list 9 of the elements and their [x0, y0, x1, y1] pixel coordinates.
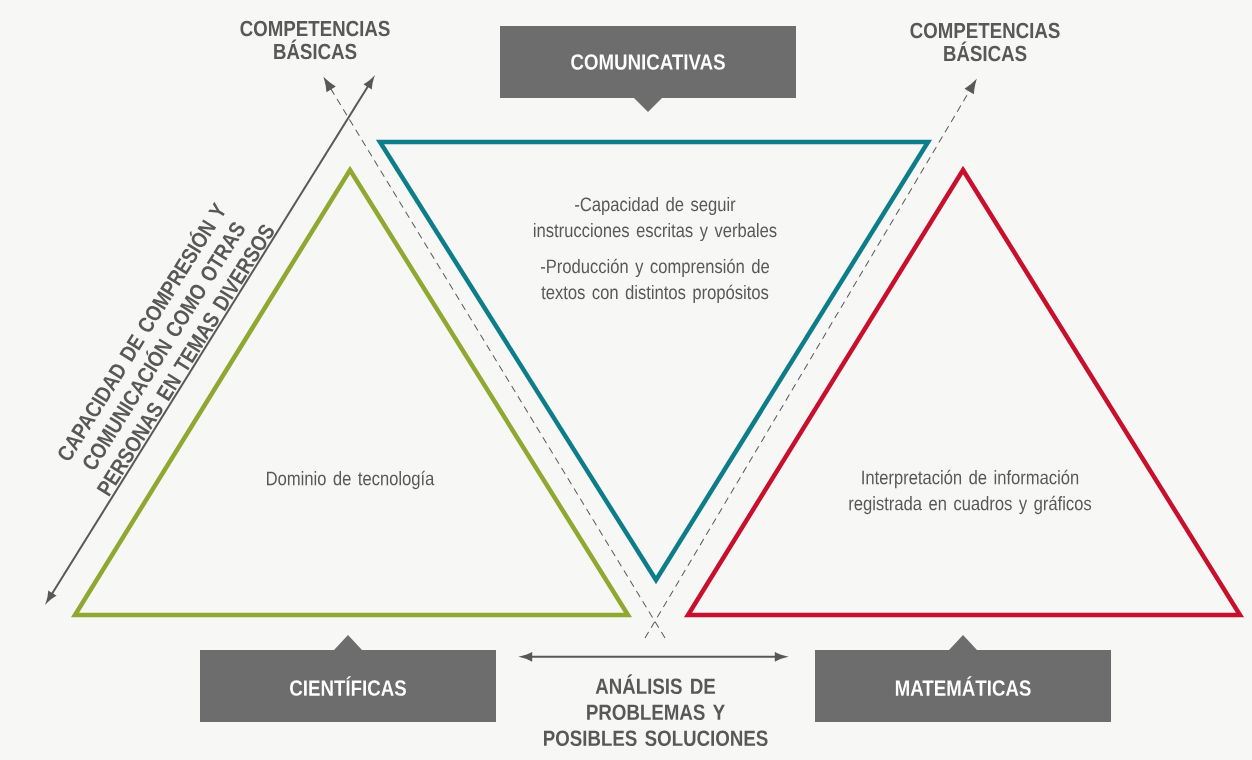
callout-box: CIENTÍFICAS [200, 635, 496, 722]
heading: COMPETENCIAS BÁSICAS [240, 20, 390, 60]
double-arrow [521, 652, 786, 662]
dashed-arrow [644, 79, 977, 639]
callout-box: COMUNICATIVAS [500, 26, 796, 112]
edge-label: ANÁLISIS DE PROBLEMAS Y POSIBLES SOLUCIONES [544, 674, 768, 747]
heading: COMPETENCIAS BÁSICAS [910, 22, 1060, 62]
dashed-arrow [323, 77, 666, 639]
callout-box: MATEMÁTICAS [815, 635, 1111, 722]
